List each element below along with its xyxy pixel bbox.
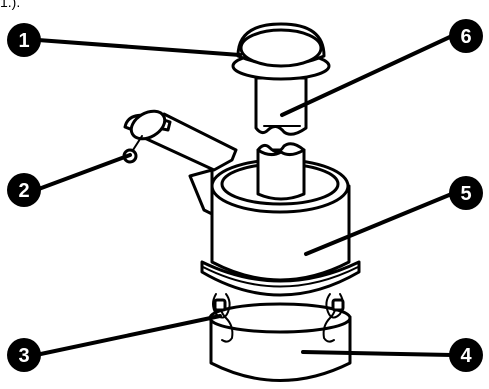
callout-1: 1 [7,23,41,57]
callout-4: 4 [449,338,483,372]
callout-6: 6 [449,19,483,53]
callout-5: 5 [449,176,483,210]
callout-1-number: 1 [18,30,29,52]
callout-3-number: 3 [18,345,29,367]
rain-cap [233,24,329,79]
callout-6-number: 6 [460,26,471,48]
callout-3: 3 [7,338,41,372]
callout-5-number: 5 [460,183,471,205]
outlet-tube [258,144,304,199]
callout-2: 2 [7,173,41,207]
callout-4-number: 4 [460,345,472,367]
callout-2-number: 2 [18,180,29,202]
